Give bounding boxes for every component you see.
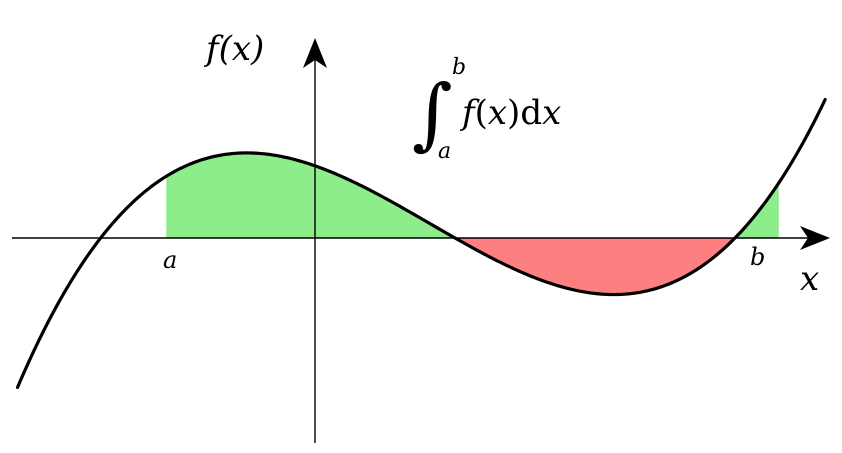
- y-axis-arrowhead-icon: [303, 38, 327, 68]
- negative-area-region: [455, 238, 735, 295]
- lower-bound-label: a: [163, 246, 177, 274]
- differential-var: x: [542, 93, 561, 133]
- upper-bound-label: b: [750, 243, 765, 271]
- y-axis-label: f(x): [203, 29, 264, 69]
- integrand-open-paren: (: [475, 93, 488, 133]
- integrand: f(x)dx: [459, 93, 561, 133]
- positive-area-region-left: [166, 152, 455, 238]
- x-axis-arrowhead-icon: [800, 226, 830, 250]
- integral-expression: ∫ b a f(x)dx: [412, 55, 561, 164]
- integrand-var: x: [488, 93, 507, 133]
- integral-sign-icon: ∫: [412, 69, 453, 159]
- x-axis-label: x: [800, 259, 819, 299]
- differential-d: d: [520, 93, 542, 133]
- function-curve: [15, 97, 827, 390]
- integrand-close-paren: ): [507, 93, 520, 133]
- integral-lower-limit: a: [438, 139, 451, 164]
- positive-area-region-right: [735, 182, 779, 238]
- integral-upper-limit: b: [452, 55, 466, 80]
